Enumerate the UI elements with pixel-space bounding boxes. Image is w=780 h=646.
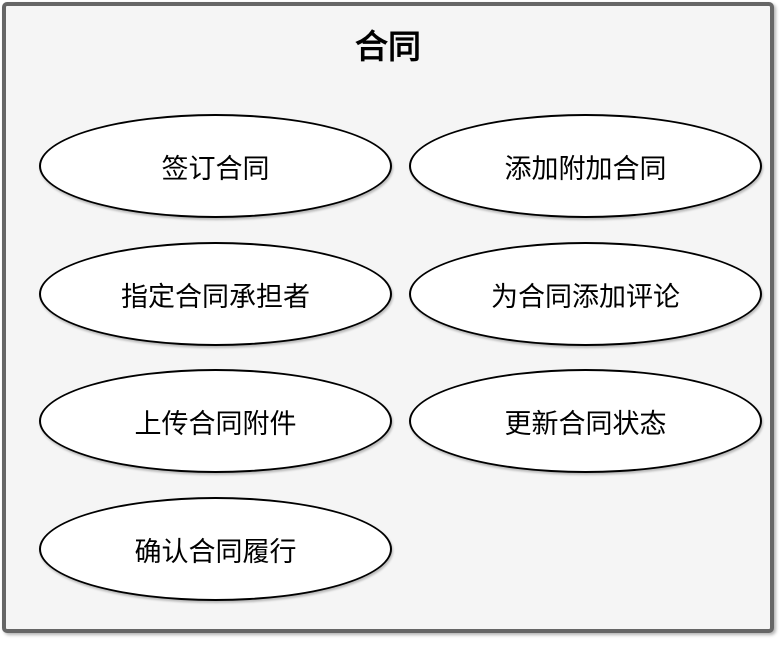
use-case-label: 添加附加合同 bbox=[504, 153, 667, 184]
diagram-title: 合同 bbox=[355, 28, 421, 65]
use-case-ellipse: 上传合同附件 bbox=[39, 369, 392, 473]
use-case-label: 更新合同状态 bbox=[504, 408, 667, 439]
use-case-ellipse: 指定合同承担者 bbox=[39, 242, 392, 346]
use-case-label: 为合同添加评论 bbox=[491, 281, 680, 312]
use-case-ellipse: 添加附加合同 bbox=[409, 114, 762, 218]
use-case-label: 确认合同履行 bbox=[134, 536, 297, 567]
use-case-label: 签订合同 bbox=[161, 153, 270, 184]
use-case-label: 上传合同附件 bbox=[134, 408, 297, 439]
use-case-ellipse: 更新合同状态 bbox=[409, 369, 762, 473]
use-case-ellipse: 签订合同 bbox=[39, 114, 392, 218]
contract-package-frame: 合同 签订合同 添加附加合同指定合同承担者 为合同添加评论上传合同附件 更新合同状态确… bbox=[2, 2, 774, 633]
use-case-ellipse: 为合同添加评论 bbox=[409, 242, 762, 346]
use-case-ellipse: 确认合同履行 bbox=[39, 497, 392, 601]
use-case-label: 指定合同承担者 bbox=[121, 281, 310, 312]
